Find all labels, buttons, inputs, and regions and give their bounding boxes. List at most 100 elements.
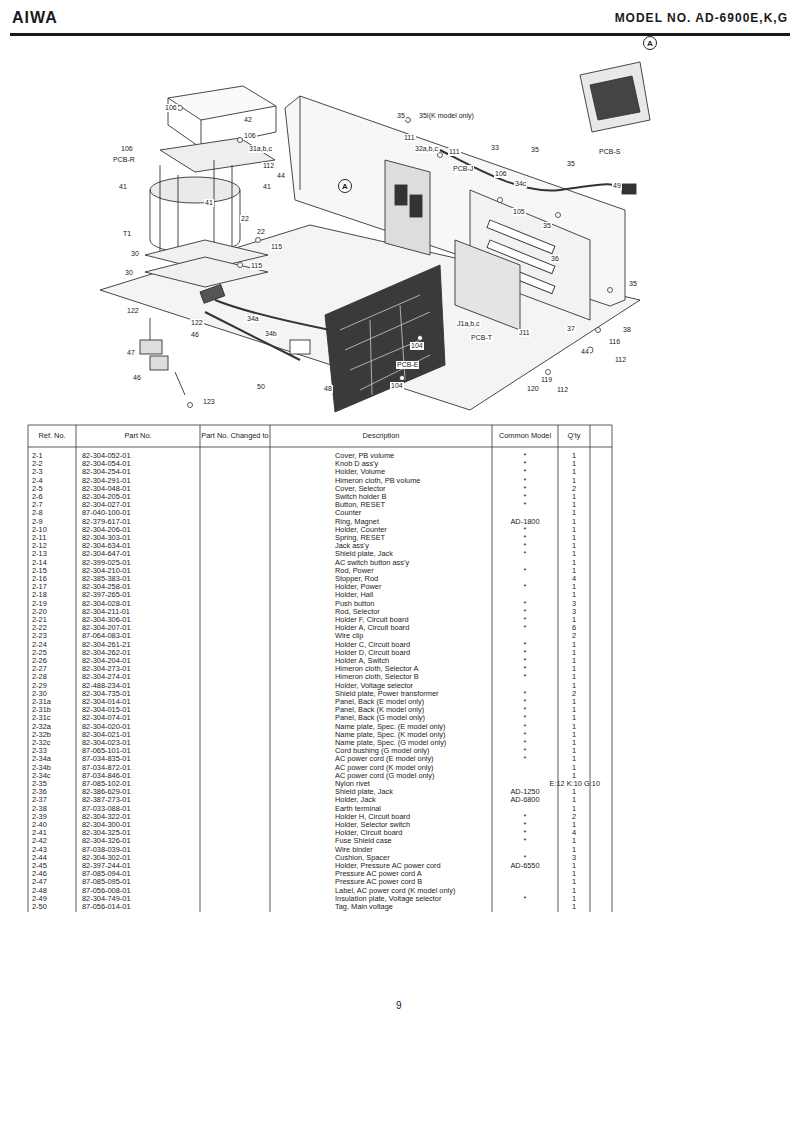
quantity: 1 <box>558 739 590 747</box>
callout-number: 116 <box>608 338 621 346</box>
part-number: 82-304-015-01 <box>82 706 131 714</box>
ref-number: 2-28 <box>32 673 47 681</box>
common-model: * <box>492 829 558 837</box>
callout-number: 35 <box>566 160 576 168</box>
callout-number: 119 <box>540 376 553 384</box>
quantity: 2 <box>558 813 590 821</box>
quantity: 1 <box>558 903 590 911</box>
ref-number: 2-18 <box>32 591 47 599</box>
common-model: * <box>492 608 558 616</box>
part-description: Panel, Back (E model only) <box>335 698 424 706</box>
quantity: 1 <box>558 518 590 526</box>
part-description: Holder, Pressure AC power cord <box>335 862 441 870</box>
reference-letter: A <box>647 39 653 48</box>
part-number: 87-056-008-01 <box>82 887 131 895</box>
reference-letter: A <box>342 182 348 191</box>
ref-number: 2-38 <box>32 805 47 813</box>
common-model: * <box>492 698 558 706</box>
part-number: 82-304-302-01 <box>82 854 131 862</box>
part-description: Ring, Magnet <box>335 518 379 526</box>
ref-number: 2-19 <box>32 600 47 608</box>
part-number: 82-304-028-01 <box>82 600 131 608</box>
common-model: * <box>492 583 558 591</box>
callout-number: 112 <box>614 356 627 364</box>
ref-number: 2-16 <box>32 575 47 583</box>
part-number: 82-304-205-01 <box>82 493 131 501</box>
part-description: Shield plate, Jack <box>335 550 393 558</box>
brand-name: AIWA <box>12 9 58 27</box>
part-number: 87-065-101-01 <box>82 747 131 755</box>
callout-number: 41 <box>262 183 272 191</box>
part-description: Knob D ass'y <box>335 460 378 468</box>
callout-number: 30 <box>130 250 140 258</box>
common-model: * <box>492 477 558 485</box>
ref-number: 2-20 <box>32 608 47 616</box>
table-header: Part No. <box>76 432 200 440</box>
part-number: 82-304-303-01 <box>82 534 131 542</box>
common-model: * <box>492 723 558 731</box>
common-model: * <box>492 641 558 649</box>
part-description: Himeron cloth, Selector B <box>335 673 419 681</box>
callout-number: 123 <box>202 398 216 406</box>
part-description: Panel, Back (K model only) <box>335 706 424 714</box>
part-description: Holder A, Switch <box>335 657 389 665</box>
quantity: 1 <box>558 452 590 460</box>
ref-number: 2-9 <box>32 518 43 526</box>
callout-number: 111 <box>448 148 461 156</box>
part-description: Earth terminal <box>335 805 381 813</box>
common-model: AD-6800 <box>492 796 558 804</box>
quantity: E:12 K:10 G:10 <box>480 780 600 788</box>
part-description: Holder A, Circuit board <box>335 624 409 632</box>
common-model: * <box>492 821 558 829</box>
callout-number: 35I(K model only) <box>418 112 475 120</box>
common-model: * <box>492 731 558 739</box>
ref-number: 2-12 <box>32 542 47 550</box>
quantity: 3 <box>558 608 590 616</box>
common-model: * <box>492 550 558 558</box>
quantity: 1 <box>558 796 590 804</box>
common-model: * <box>492 837 558 845</box>
common-model: * <box>492 854 558 862</box>
ref-number: 2-49 <box>32 895 47 903</box>
quantity: 6 <box>558 624 590 632</box>
common-model: * <box>492 739 558 747</box>
quantity: 1 <box>558 673 590 681</box>
part-description: Holder, Counter <box>335 526 387 534</box>
quantity: 1 <box>558 714 590 722</box>
callout-number: 22 <box>256 228 266 236</box>
common-model: * <box>492 452 558 460</box>
callout-number: 111 <box>403 134 416 142</box>
callout-number: 104 <box>390 382 404 390</box>
common-model: * <box>492 493 558 501</box>
part-number: 82-399-025-01 <box>82 559 131 567</box>
part-number: 82-304-300-01 <box>82 821 131 829</box>
callout-number: 46 <box>190 331 200 339</box>
part-description: Holder, Hall <box>335 591 373 599</box>
ref-number: 2-32c <box>32 739 51 747</box>
callout-number: 115 <box>250 262 263 270</box>
callout-number: 22 <box>240 215 250 223</box>
part-number: 82-304-204-01 <box>82 657 131 665</box>
part-description: Pressure AC power cord B <box>335 878 422 886</box>
part-number: 82-304-735-01 <box>82 690 131 698</box>
part-description: Button, RESET <box>335 501 385 509</box>
part-description: Tag, Main voltage <box>335 903 393 911</box>
callout-number: J11 <box>518 329 531 337</box>
callout-number: 106 <box>164 104 178 112</box>
ref-number: 2-27 <box>32 665 47 673</box>
callout-number: 37 <box>566 325 576 333</box>
quantity: 1 <box>558 846 590 854</box>
callout-number: 34c <box>514 180 527 188</box>
quantity: 1 <box>558 772 590 780</box>
callout-number: 34b <box>264 330 278 338</box>
quantity: 1 <box>558 649 590 657</box>
callout-number: 35 <box>530 146 540 154</box>
part-number: 87-085-094-01 <box>82 870 131 878</box>
part-description: Jack ass'y <box>335 542 369 550</box>
part-number: 87-056-014-01 <box>82 903 131 911</box>
quantity: 1 <box>558 723 590 731</box>
quantity: 1 <box>558 567 590 575</box>
part-description: Label, AC power cord (K model only) <box>335 887 455 895</box>
callout-number: 122 <box>126 307 140 315</box>
ref-number: 2-34a <box>32 755 51 763</box>
